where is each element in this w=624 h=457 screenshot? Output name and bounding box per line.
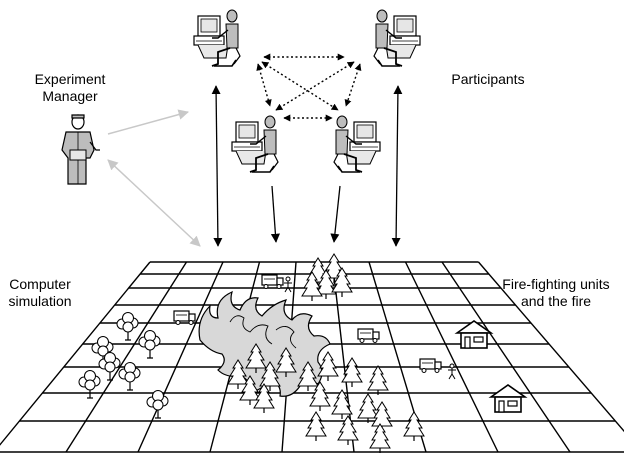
grid-column-line <box>137 261 224 453</box>
participant-links <box>256 53 362 122</box>
fire-units-label: Fire-fighting units and the fire <box>492 276 620 310</box>
tree-cluster-left <box>78 311 169 419</box>
computer-simulation-label: Computer simulation <box>0 276 80 310</box>
manager-links <box>107 109 201 247</box>
fire-icon <box>198 290 331 397</box>
participants-label: Participants <box>438 71 538 88</box>
fire-units-line-1: Fire-fighting units <box>502 276 610 292</box>
participant-sim-arrows <box>211 85 403 247</box>
tree-cluster-top <box>301 253 353 302</box>
experiment-manager-line-2: Manager <box>42 88 98 104</box>
participants-text: Participants <box>451 71 525 87</box>
computer-simulation-line-2: simulation <box>8 293 72 309</box>
participant-mid-right <box>333 115 381 173</box>
grid-column-line <box>441 261 571 453</box>
grid-column-line <box>0 261 151 446</box>
experiment-manager-label: Experiment Manager <box>20 71 120 105</box>
experiment-manager-line-1: Experiment <box>34 71 106 87</box>
participant-mid-left <box>231 115 279 173</box>
person-standing-icon <box>61 114 100 185</box>
fire-units-line-2: and the fire <box>520 293 592 309</box>
computer-simulation-line-1: Computer <box>9 276 71 292</box>
participant-top-right <box>373 9 421 67</box>
grid-column-line <box>477 261 624 433</box>
participant-top-left <box>193 9 241 67</box>
grid-column-line <box>65 261 188 453</box>
grid-column-line <box>404 261 499 453</box>
